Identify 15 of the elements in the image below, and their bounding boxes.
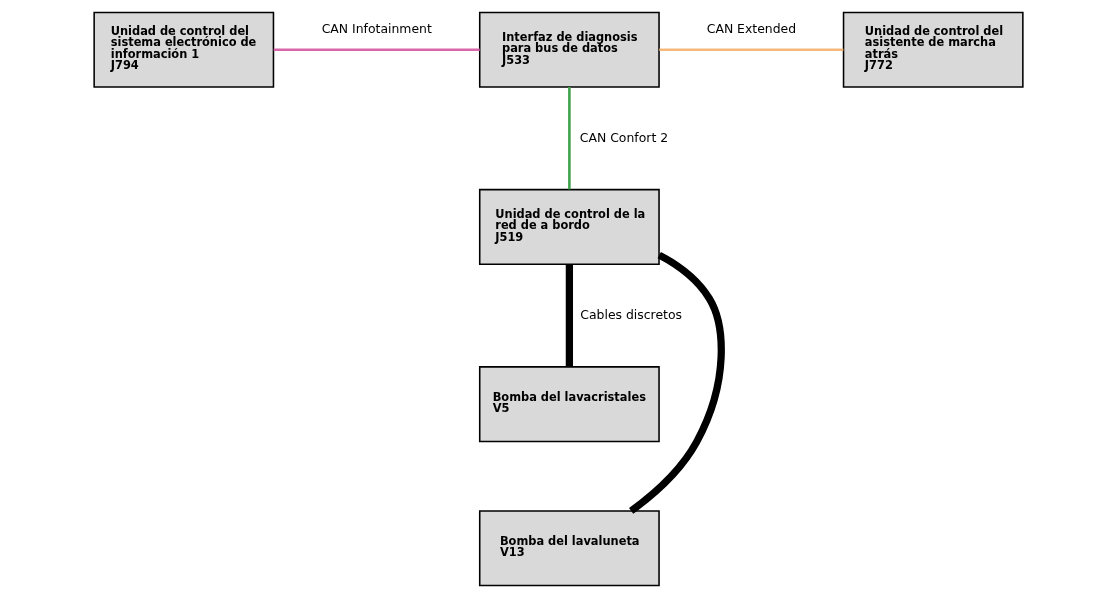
node-box: Bomba del lavaluneta V13 (478, 510, 660, 587)
connector (658, 48, 843, 51)
node-box: Unidad de control del asistente de marcha atrás J772 (842, 11, 1024, 88)
connector (628, 251, 725, 514)
edge-label: Cables discretos (579, 307, 682, 323)
node-box: Unidad de control del sistema electrónico de información 1 J794 (92, 11, 274, 88)
connector (567, 87, 571, 190)
edge-label: CAN Extended (706, 21, 796, 37)
connector (565, 264, 573, 367)
node-box: Bomba del lavacristales V5 (478, 366, 660, 443)
node-box: Interfaz de diagnosis para bus de datos J533 (478, 11, 660, 88)
edge-label: CAN Infotainment (321, 21, 432, 37)
edge-label: CAN Confort 2 (579, 130, 668, 146)
node-box: Unidad de control de la red de a bordo J519 (478, 188, 660, 266)
connector (273, 48, 480, 51)
